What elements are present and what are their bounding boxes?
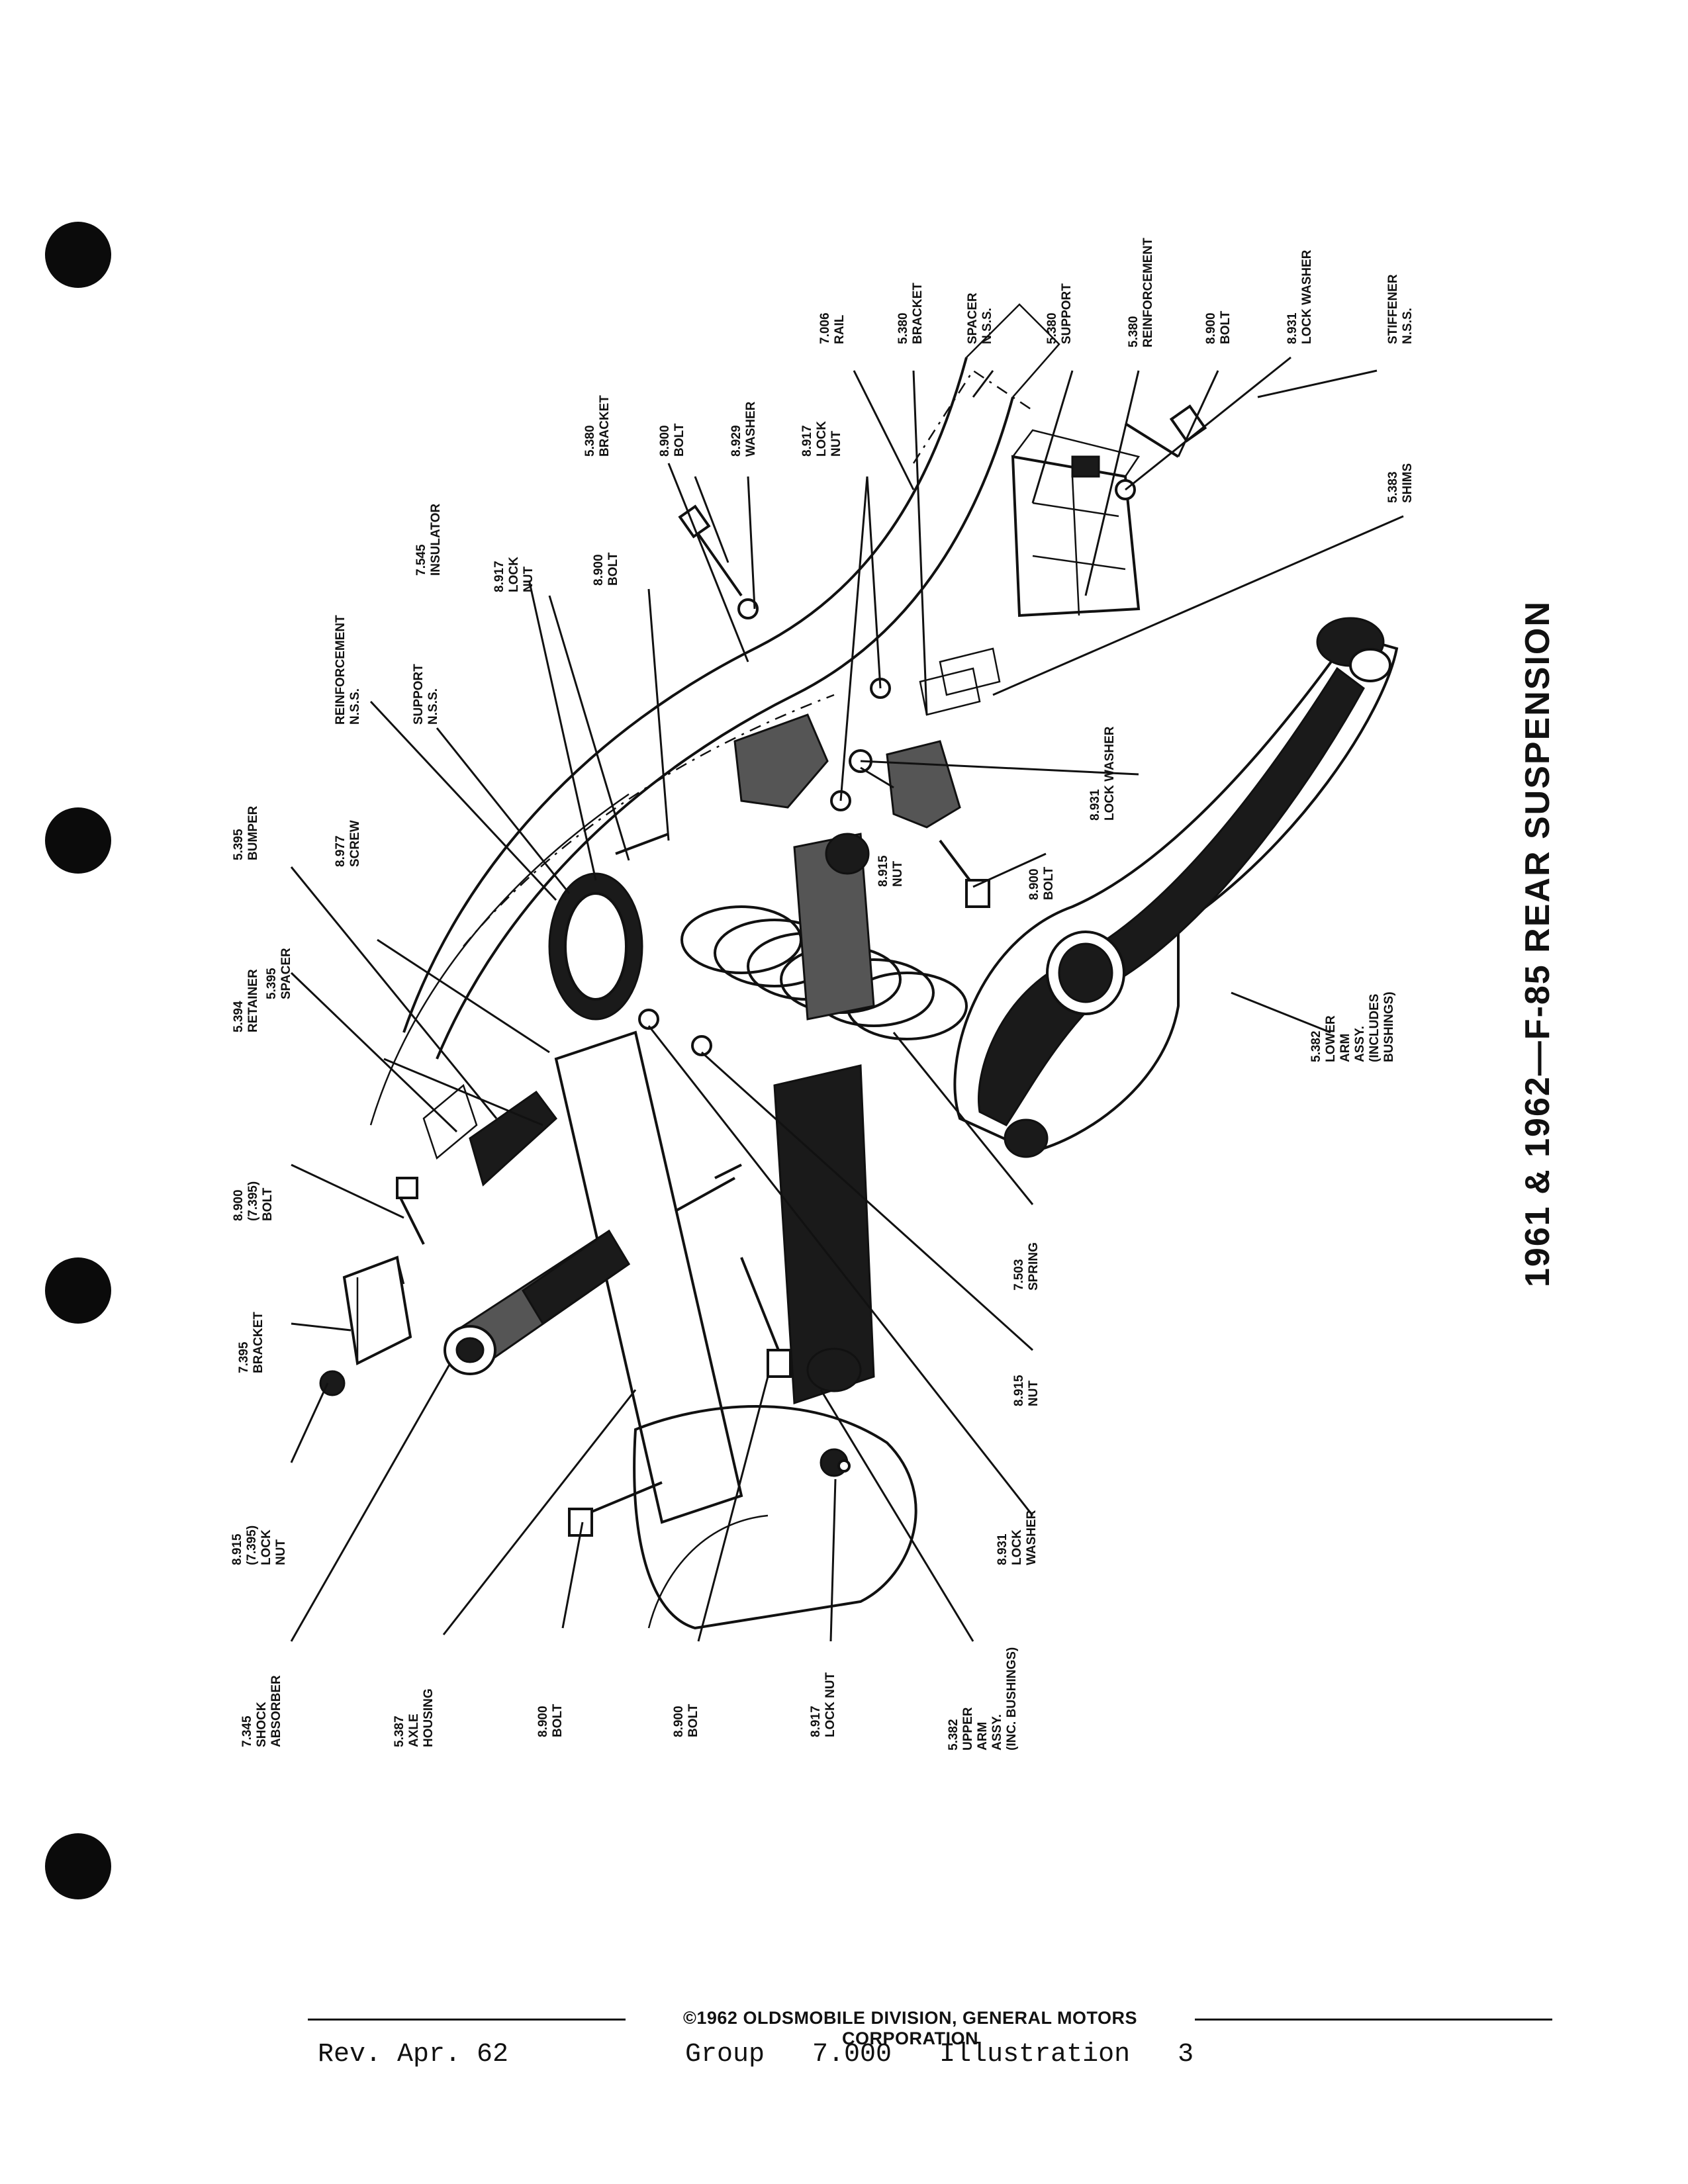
callout-upper-arm: 5.382UPPERARMASSY.(INC. BUSHINGS) — [947, 1647, 1019, 1751]
upper-spring-block — [793, 833, 875, 1021]
callout-support: 5.380SUPPORT — [1045, 283, 1074, 344]
revision-date: Rev. Apr. 62 — [318, 2040, 509, 2070]
group-illustration-ref: Group 7.000 Illustration 3 — [685, 2040, 1194, 2070]
callout-bolt-2: 8.900BOLT — [672, 1704, 700, 1737]
callout-spacer-nss: SPACERN.S.S. — [966, 293, 994, 344]
callout-lock-washer-2: 8.931LOCK WASHER — [1088, 726, 1117, 821]
callout-washer: 8.929WASHER — [729, 401, 758, 457]
page-title: 1961 & 1962—F-85 REAR SUSPENSION — [1519, 600, 1557, 1287]
footer-rule-left — [308, 2019, 626, 2021]
lower-control-arm — [953, 617, 1399, 1158]
bolts — [396, 404, 1207, 1537]
callout-lock-nut-2: 8.915(7.395)LOCKNUT — [230, 1525, 288, 1565]
callout-stiffener-nss: STIFFENERN.S.S. — [1386, 274, 1415, 344]
callout-bolt-shock: 8.900(7.395)BOLT — [232, 1181, 275, 1221]
frame-rail — [369, 303, 1060, 1126]
callout-bracket-1: 5.380BRACKET — [583, 395, 612, 457]
callout-bracket-2: 5.380BRACKET — [896, 283, 925, 344]
shock-absorber — [444, 1163, 742, 1375]
callout-shock-absorber: 7.345SHOCKABSORBER — [240, 1675, 283, 1747]
callout-insulator: 7.545INSULATOR — [414, 504, 443, 576]
rebound-bumper — [422, 1083, 558, 1187]
footer-rule-right — [1195, 2019, 1552, 2021]
callout-retainer: 5.394RETAINER — [232, 969, 260, 1032]
callout-screw: 8.977SCREW — [334, 820, 362, 867]
shock-bracket — [342, 1255, 412, 1366]
lower-arm-brackets — [733, 647, 1001, 829]
callout-rail: 7.006RAIL — [818, 312, 847, 344]
binder-hole-2 — [45, 807, 111, 874]
callout-bolt-3: 8.900BOLT — [592, 552, 620, 586]
callout-lock-nut-4: 8.917LOCKNUT — [800, 421, 843, 457]
callout-lower-arm: 5.382LOWERARMASSY.(INCLUDESBUSHINGS) — [1309, 991, 1396, 1062]
callout-nut-1: 8.915NUT — [876, 855, 905, 887]
upper-control-arm — [773, 1064, 875, 1405]
insulator-ring — [548, 872, 643, 1021]
copyright-line: ©1962 OLDSMOBILE DIVISION, GENERAL MOTOR… — [682, 2008, 1137, 2048]
callout-reinforcement-nss: REINFORCEMENTN.S.S. — [334, 615, 362, 725]
binder-hole-3 — [45, 1257, 111, 1324]
binder-hole-4 — [45, 1833, 111, 1899]
callout-spring: 7.503SPRING — [1012, 1242, 1041, 1291]
binder-hole-1 — [45, 222, 111, 288]
callout-bolt-4: 8.900BOLT — [658, 423, 686, 457]
callout-bolt-5: 8.900BOLT — [1204, 310, 1233, 344]
callout-support-nss: SUPPORTN.S.S. — [412, 664, 440, 725]
callout-shims: 5.383SHIMS — [1386, 463, 1415, 503]
callout-bumper: 5.395BUMPER — [232, 805, 260, 860]
callout-bolt-1: 8.900BOLT — [536, 1704, 565, 1737]
callout-spacer: 5.395SPACER — [265, 948, 293, 999]
callout-bolt-6: 8.900BOLT — [1027, 866, 1056, 900]
callout-lock-nut-1: 8.917LOCK NUT — [809, 1672, 837, 1737]
callout-labels: 7.345SHOCKABSORBER 5.387AXLEHOUSING 8.90… — [230, 238, 1415, 1751]
callout-lock-washer-1: 8.931LOCK WASHER — [1286, 250, 1314, 344]
support-reinforcement-bracket — [1011, 429, 1141, 617]
axle-housing — [554, 1030, 917, 1630]
callout-nut-2: 8.915NUT — [1012, 1375, 1041, 1406]
leader-lines — [290, 356, 1404, 1642]
callout-axle-housing: 5.387AXLEHOUSING — [393, 1688, 436, 1747]
callout-lock-washer-3: 8.931LOCKWASHER — [996, 1510, 1039, 1565]
callout-lock-nut-3: 8.917LOCKNUT — [492, 557, 536, 592]
callout-bracket-shock: 7.395BRACKET — [237, 1312, 265, 1373]
exploded-parts-diagram: 7.345SHOCKABSORBER 5.387AXLEHOUSING 8.90… — [230, 238, 1557, 1751]
callout-reinforcement: 5.380REINFORCEMENT — [1127, 238, 1155, 347]
